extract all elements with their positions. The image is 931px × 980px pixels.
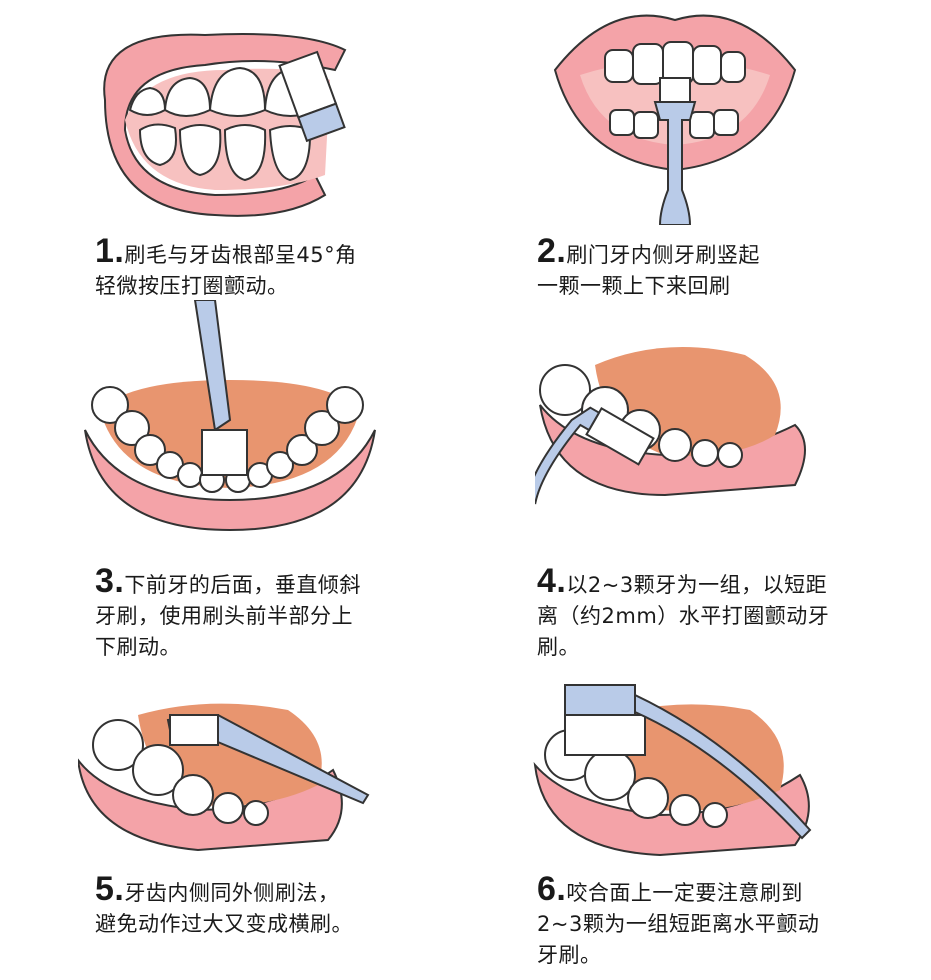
step-text-line: 牙刷，使用刷头前半部分上 bbox=[95, 604, 353, 628]
step-text-line: 刷。 bbox=[537, 635, 580, 659]
step-5-caption: 5.牙齿内侧同外侧刷法， 避免动作过大又变成横刷。 bbox=[95, 872, 353, 940]
step-3-illustration bbox=[84, 300, 376, 532]
step-4-caption: 4.以2~3颗牙为一组，以短距 离（约2mm）水平打圈颤动牙 刷。 bbox=[537, 564, 830, 663]
step-text-line: 刷门牙内侧牙刷竖起 bbox=[566, 243, 760, 267]
step-5-illustration bbox=[78, 703, 370, 852]
step-1-caption: 1.刷毛与牙齿根部呈45°角 轻微按压打圈颤动。 bbox=[95, 234, 357, 302]
step-text-line: 下前牙的后面，垂直倾斜 bbox=[124, 573, 361, 597]
step-text-line: 离（约2mm）水平打圈颤动牙 bbox=[537, 604, 830, 628]
step-number: 5. bbox=[95, 870, 125, 908]
step-6-caption: 6.咬合面上一定要注意刷到 2~3颗为一组短距离水平颤动 牙刷。 bbox=[537, 872, 820, 971]
step-1-illustration bbox=[103, 33, 347, 217]
step-text-line: 咬合面上一定要注意刷到 bbox=[566, 881, 803, 905]
step-number: 2. bbox=[537, 232, 567, 270]
step-2-illustration bbox=[553, 14, 797, 225]
step-number: 3. bbox=[95, 562, 125, 600]
step-text-line: 轻微按压打圈颤动。 bbox=[95, 274, 289, 298]
step-number: 1. bbox=[95, 232, 125, 270]
step-text-line: 牙刷。 bbox=[537, 943, 602, 967]
step-4-illustration bbox=[535, 347, 806, 505]
step-text-line: 2~3颗为一组短距离水平颤动 bbox=[537, 912, 820, 936]
step-6-illustration bbox=[533, 684, 812, 857]
step-text-line: 避免动作过大又变成横刷。 bbox=[95, 912, 353, 936]
step-text-line: 牙齿内侧同外侧刷法， bbox=[124, 881, 340, 905]
step-text-line: 刷毛与牙齿根部呈45°角 bbox=[124, 243, 357, 267]
step-number: 6. bbox=[537, 870, 567, 908]
step-number: 4. bbox=[537, 562, 567, 600]
step-text-line: 以2~3颗牙为一组，以短距 bbox=[566, 573, 828, 597]
step-2-caption: 2.刷门牙内侧牙刷竖起 一颗一颗上下来回刷 bbox=[537, 234, 760, 302]
step-text-line: 下刷动。 bbox=[95, 635, 181, 659]
step-text-line: 一颗一颗上下来回刷 bbox=[537, 274, 731, 298]
step-3-caption: 3.下前牙的后面，垂直倾斜 牙刷，使用刷头前半部分上 下刷动。 bbox=[95, 564, 361, 663]
